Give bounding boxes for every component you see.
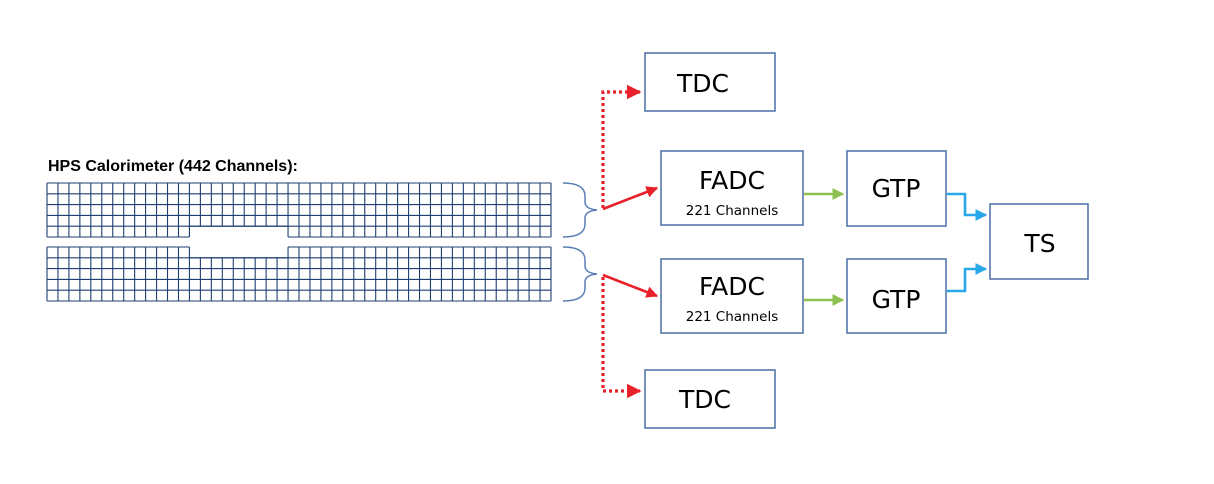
tdc-bottom-arrow: [601, 277, 642, 399]
fadc-bottom-box: FADC 221 Channels: [660, 258, 804, 334]
calorimeter-top-half: [46, 182, 552, 238]
calorimeter-bottom-half: [46, 246, 552, 302]
gtp-bottom-label: GTP: [872, 285, 921, 314]
fadc-bottom-arrow: [602, 273, 659, 298]
ts-label: TS: [1023, 229, 1055, 258]
fadc-bottom-sublabel: 221 Channels: [686, 309, 779, 325]
fadc-top-sublabel: 221 Channels: [686, 203, 779, 219]
tdc-bottom-label: TDC: [678, 385, 731, 414]
gtp-bottom-box: GTP: [846, 258, 947, 334]
top-half-brace: [562, 182, 598, 238]
tdc-top-box: TDC: [644, 52, 776, 112]
tdc-top-label: TDC: [676, 69, 729, 98]
gtp-top-label: GTP: [872, 174, 921, 203]
fadc-top-arrow: [602, 186, 659, 211]
bottom-half-brace: [562, 246, 598, 302]
fadc-top-label: FADC: [699, 166, 765, 195]
tdc-top-arrow: [601, 84, 642, 208]
fadc-top-box: FADC 221 Channels: [660, 150, 804, 226]
ts-box: TS: [989, 203, 1089, 280]
calorimeter-title: HPS Calorimeter (442 Channels):: [48, 158, 298, 175]
gtp-top-box: GTP: [846, 150, 947, 227]
fadc-bottom-label: FADC: [699, 272, 765, 301]
gtp-ts-top-arrow: [947, 192, 988, 221]
tdc-bottom-box: TDC: [644, 369, 776, 429]
gtp-ts-bottom-arrow: [947, 263, 988, 293]
